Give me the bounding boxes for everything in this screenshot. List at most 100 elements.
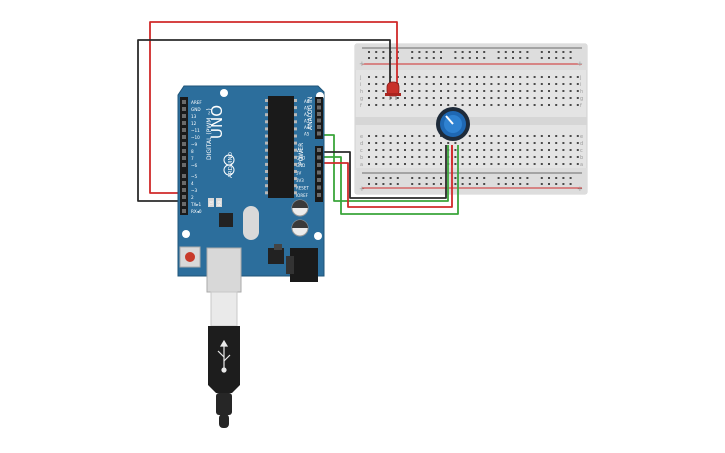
rail-hole[interactable]	[454, 51, 457, 53]
breadboard-hole[interactable]	[555, 97, 558, 99]
wire-red-led[interactable]	[149, 21, 398, 194]
rail-hole[interactable]	[389, 183, 392, 185]
breadboard-hole[interactable]	[497, 104, 500, 106]
breadboard-hole[interactable]	[533, 135, 536, 137]
breadboard-hole[interactable]	[533, 97, 536, 99]
rail-hole[interactable]	[476, 183, 478, 185]
breadboard-hole[interactable]	[548, 149, 550, 151]
breadboard-hole[interactable]	[404, 97, 406, 99]
power-pin[interactable]	[317, 170, 321, 175]
breadboard-hole[interactable]	[555, 149, 558, 151]
rail-hole[interactable]	[411, 57, 414, 59]
rail-hole[interactable]	[396, 183, 399, 185]
breadboard-hole[interactable]	[411, 76, 414, 78]
rail-hole[interactable]	[375, 183, 378, 185]
breadboard-hole[interactable]	[576, 76, 579, 78]
rail-hole[interactable]	[504, 51, 507, 53]
breadboard-hole[interactable]	[569, 149, 572, 151]
breadboard-hole[interactable]	[497, 83, 500, 85]
breadboard-hole[interactable]	[519, 97, 522, 99]
breadboard-hole[interactable]	[519, 90, 522, 92]
breadboard-hole[interactable]	[432, 135, 435, 137]
breadboard-hole[interactable]	[468, 83, 471, 85]
rail-hole[interactable]	[468, 51, 471, 53]
rail-hole[interactable]	[519, 57, 522, 59]
breadboard-hole[interactable]	[526, 142, 529, 144]
breadboard-hole[interactable]	[504, 149, 507, 151]
rail-hole[interactable]	[375, 51, 378, 53]
breadboard-hole[interactable]	[425, 76, 428, 78]
rail-hole[interactable]	[468, 177, 471, 179]
breadboard-hole[interactable]	[440, 90, 442, 92]
breadboard-hole[interactable]	[576, 142, 579, 144]
breadboard-hole[interactable]	[447, 83, 450, 85]
breadboard-hole[interactable]	[375, 90, 378, 92]
breadboard-hole[interactable]	[447, 104, 450, 106]
digital-pin[interactable]	[182, 156, 186, 160]
breadboard-hole[interactable]	[411, 163, 414, 165]
breadboard-hole[interactable]	[468, 135, 471, 137]
breadboard-hole[interactable]	[576, 156, 579, 158]
digital-pin[interactable]	[182, 128, 186, 132]
breadboard-hole[interactable]	[512, 104, 514, 106]
led-icon[interactable]	[385, 81, 401, 100]
breadboard-hole[interactable]	[526, 83, 529, 85]
rail-hole[interactable]	[519, 177, 522, 179]
breadboard-hole[interactable]	[483, 135, 486, 137]
rail-hole[interactable]	[497, 177, 500, 179]
digital-pin[interactable]	[182, 121, 186, 125]
breadboard-hole[interactable]	[396, 135, 399, 137]
breadboard-hole[interactable]	[375, 149, 378, 151]
breadboard-hole[interactable]	[526, 90, 529, 92]
rail-hole[interactable]	[504, 57, 507, 59]
breadboard-hole[interactable]	[555, 83, 558, 85]
breadboard-hole[interactable]	[454, 104, 457, 106]
breadboard-hole[interactable]	[432, 90, 435, 92]
breadboard-hole[interactable]	[396, 149, 399, 151]
breadboard-hole[interactable]	[461, 149, 464, 151]
rail-hole[interactable]	[548, 177, 550, 179]
breadboard-hole[interactable]	[483, 97, 486, 99]
breadboard-hole[interactable]	[562, 135, 565, 137]
breadboard-hole[interactable]	[411, 142, 414, 144]
rail-hole[interactable]	[562, 183, 565, 185]
breadboard-hole[interactable]	[418, 156, 421, 158]
digital-pin[interactable]	[182, 142, 186, 146]
breadboard-hole[interactable]	[576, 135, 579, 137]
breadboard-hole[interactable]	[504, 156, 507, 158]
power-pin[interactable]	[317, 163, 321, 167]
breadboard-hole[interactable]	[519, 149, 522, 151]
breadboard-hole[interactable]	[389, 142, 392, 144]
rail-hole[interactable]	[440, 51, 442, 53]
breadboard-hole[interactable]	[425, 83, 428, 85]
breadboard-hole[interactable]	[454, 83, 457, 85]
breadboard-hole[interactable]	[440, 76, 442, 78]
breadboard-hole[interactable]	[396, 104, 399, 106]
rail-hole[interactable]	[512, 177, 514, 179]
breadboard-hole[interactable]	[382, 90, 385, 92]
breadboard-hole[interactable]	[411, 104, 414, 106]
breadboard-hole[interactable]	[519, 135, 522, 137]
breadboard-hole[interactable]	[382, 83, 385, 85]
rail-hole[interactable]	[526, 177, 529, 179]
breadboard-hole[interactable]	[576, 104, 579, 106]
rail-hole[interactable]	[468, 183, 471, 185]
breadboard-hole[interactable]	[512, 83, 514, 85]
digital-pin[interactable]	[182, 163, 186, 167]
breadboard-hole[interactable]	[512, 142, 514, 144]
breadboard-hole[interactable]	[382, 97, 385, 99]
breadboard-hole[interactable]	[368, 149, 370, 151]
breadboard-hole[interactable]	[540, 156, 543, 158]
breadboard-hole[interactable]	[396, 97, 399, 99]
breadboard-hole[interactable]	[440, 83, 442, 85]
breadboard-hole[interactable]	[425, 104, 428, 106]
power-pin[interactable]	[317, 193, 321, 197]
breadboard-hole[interactable]	[425, 90, 428, 92]
rail-hole[interactable]	[569, 183, 572, 185]
breadboard-hole[interactable]	[504, 142, 507, 144]
breadboard-hole[interactable]	[569, 90, 572, 92]
breadboard-hole[interactable]	[548, 83, 550, 85]
breadboard-hole[interactable]	[468, 142, 471, 144]
breadboard-hole[interactable]	[368, 156, 370, 158]
breadboard-hole[interactable]	[497, 163, 500, 165]
